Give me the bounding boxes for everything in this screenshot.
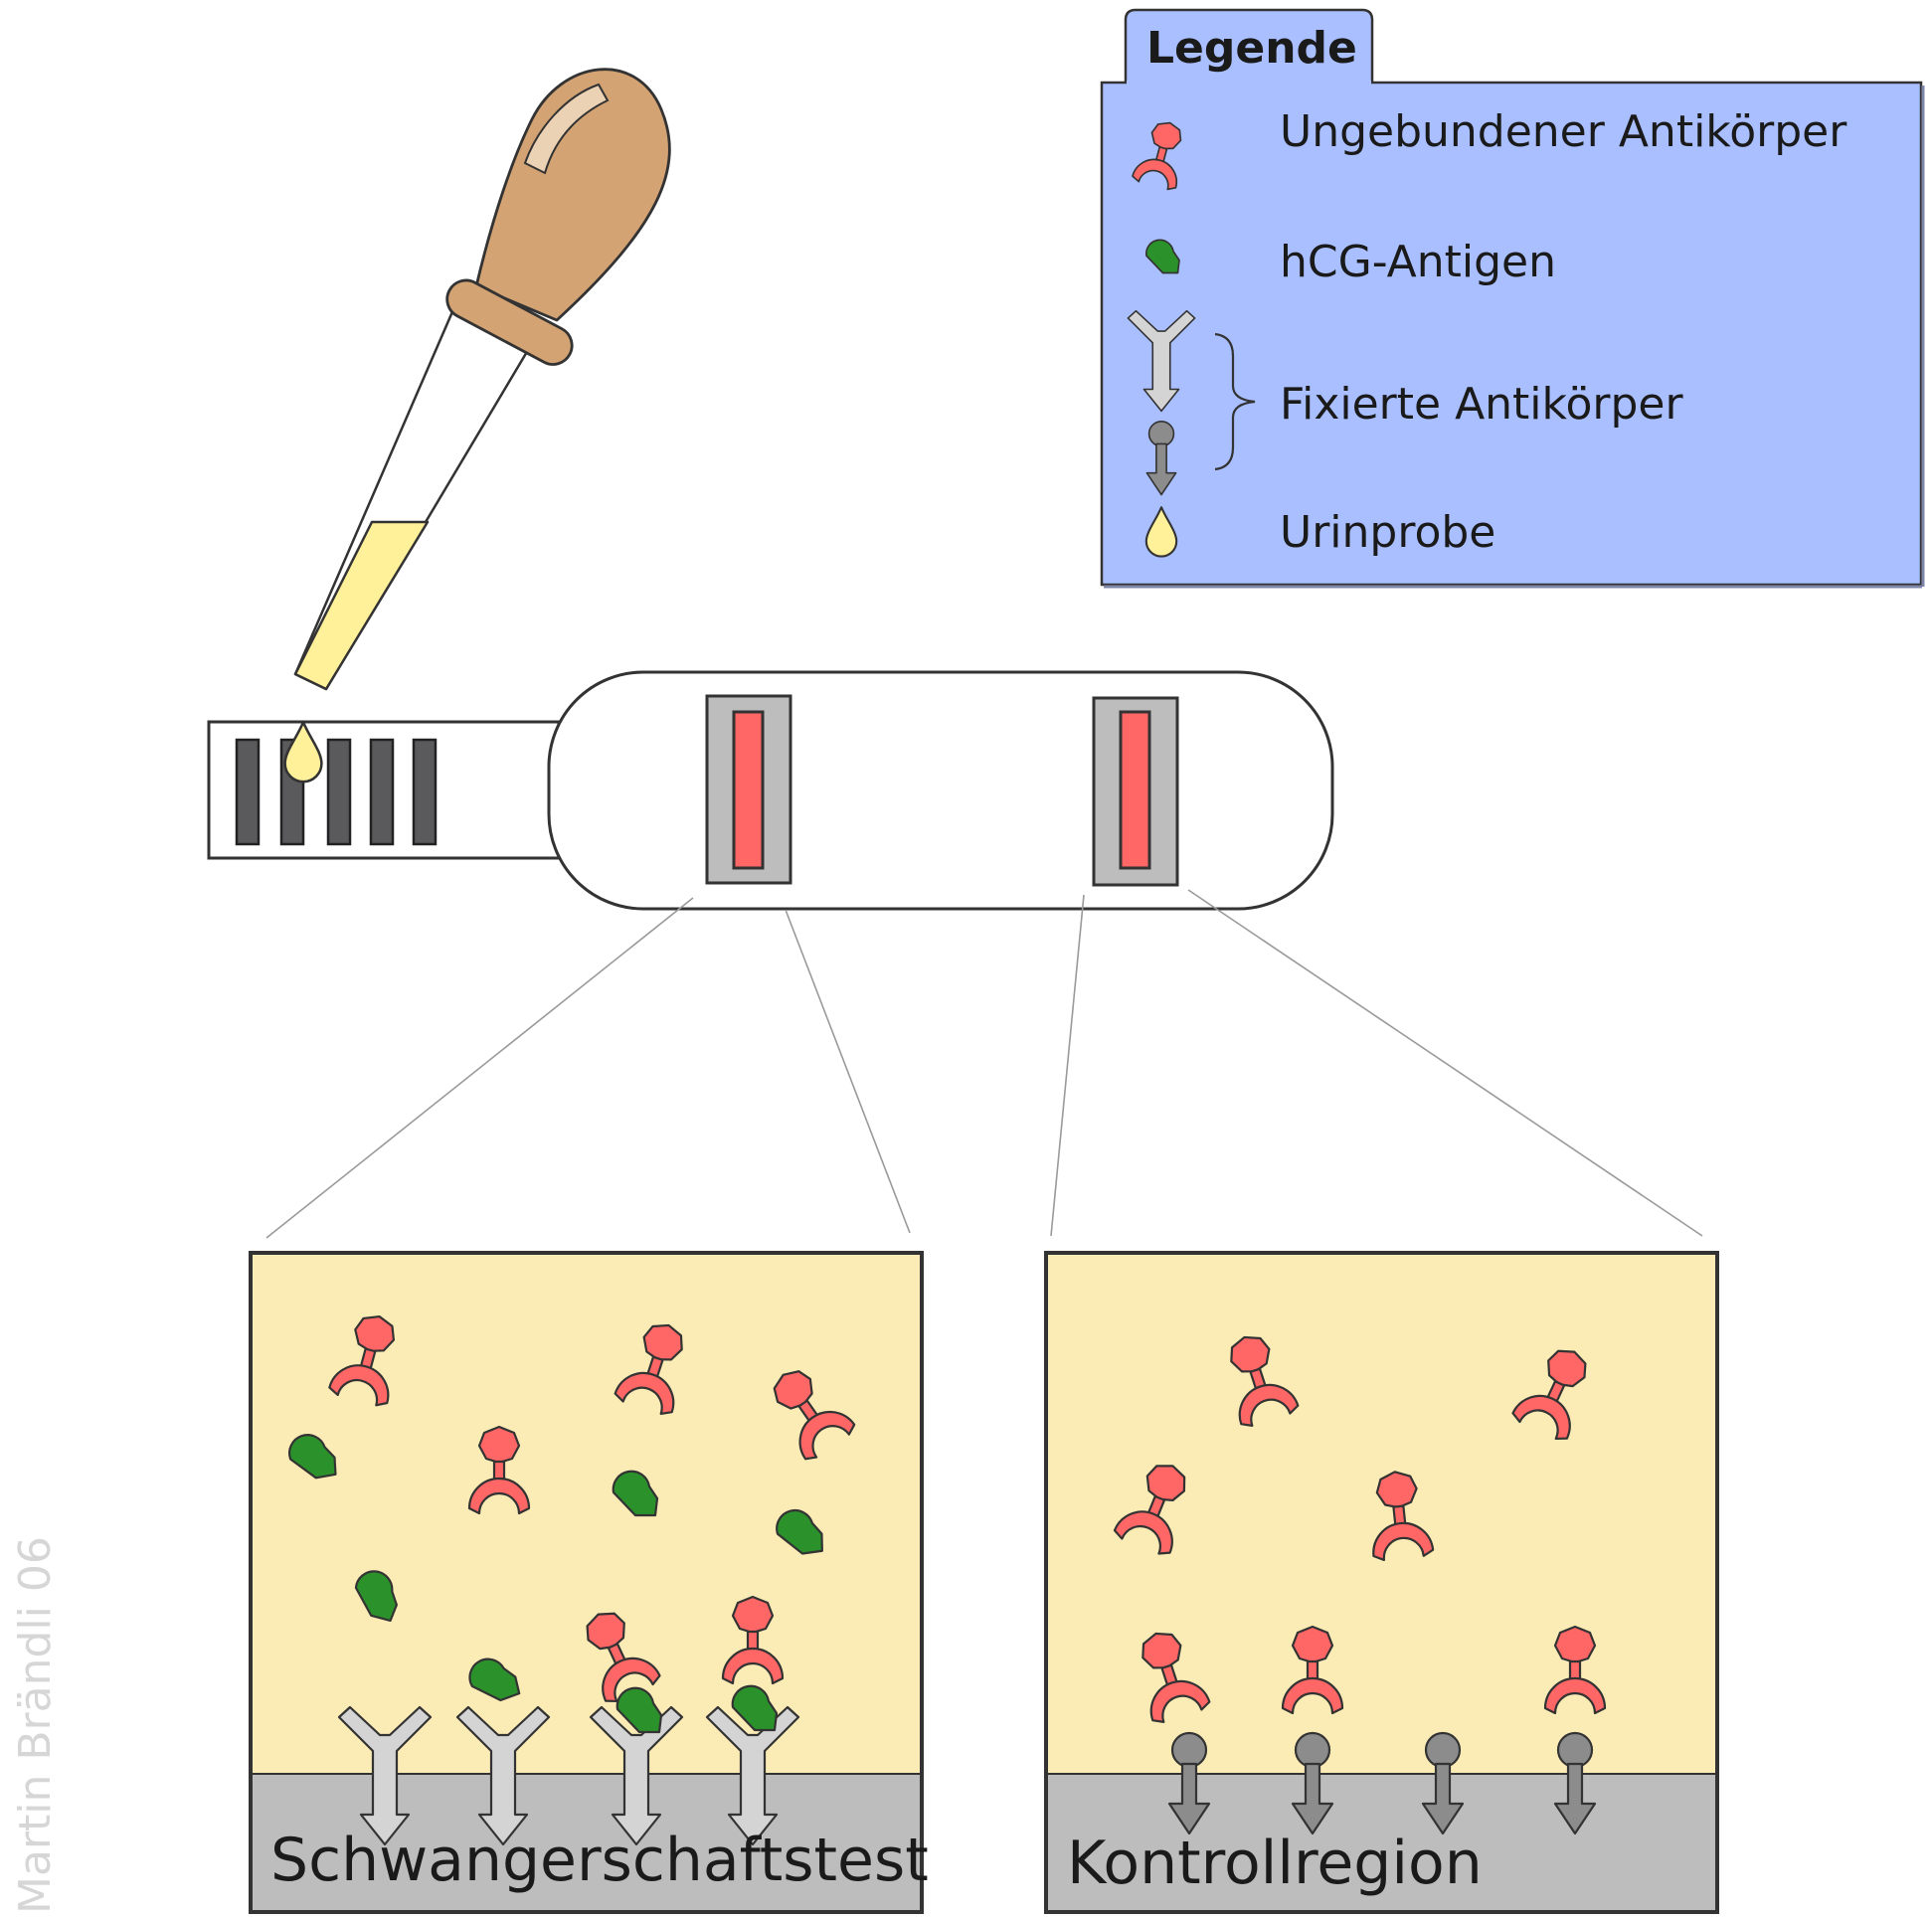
pipette-urine-fill (293, 520, 430, 691)
strip-body (547, 670, 1334, 911)
control-panel-membrane (1046, 1774, 1717, 1912)
absorbent-bar (412, 738, 438, 846)
legend-tab (1124, 8, 1374, 85)
legend-box (1100, 81, 1923, 587)
test-strip (207, 670, 1334, 911)
legend-label-unbound-antibody: Ungebundener Antikörper (1280, 106, 1847, 157)
absorbent-bar (235, 738, 261, 846)
control-panel: Kontrollregion (1044, 1251, 1719, 1914)
pipette-bulb-highlight (523, 83, 610, 175)
legend: Legende Ungebundener Antikörper hCG-Anti… (1100, 8, 1925, 589)
test-panel-label: Schwangerschaftstest (270, 1826, 929, 1895)
test-panel-frame (249, 1251, 924, 1914)
control-panel-frame (1044, 1251, 1719, 1914)
absorbent-bar (369, 738, 395, 846)
legend-title: Legende (1146, 23, 1357, 74)
pipette (293, 68, 671, 691)
pipette-collar (445, 278, 574, 366)
control-panel-label: Kontrollregion (1067, 1829, 1483, 1898)
legend-label-urine-sample: Urinprobe (1280, 507, 1495, 558)
test-panel: Schwangerschaftstest (249, 1251, 929, 1914)
test-line (732, 710, 765, 870)
legend-label-hcg-antigen: hCG-Antigen (1280, 237, 1556, 287)
zoom-lines (265, 889, 1703, 1239)
test-panel-membrane (251, 1774, 922, 1912)
legend-brace (1214, 332, 1256, 471)
pipette-bulb (474, 68, 671, 322)
author-credit: Martin Brändli 06 (10, 1536, 61, 1914)
absorbent-bar (326, 738, 352, 846)
control-line (1119, 710, 1151, 870)
legend-label-fixed-antibodies: Fixierte Antikörper (1280, 379, 1683, 430)
